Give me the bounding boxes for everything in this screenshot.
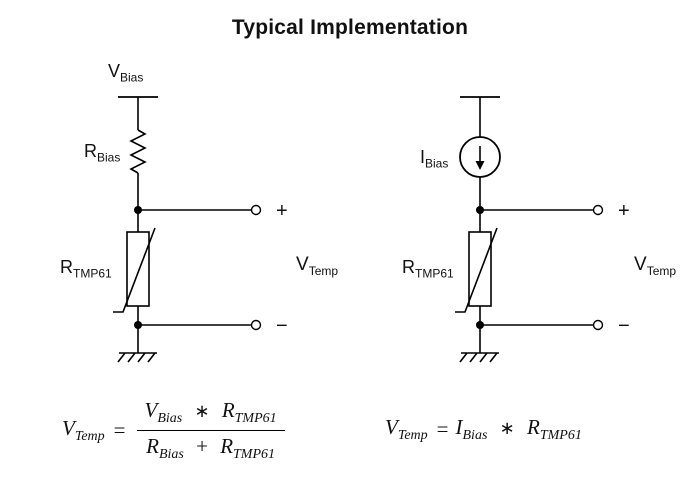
- den-plus-operator: +: [196, 434, 208, 459]
- right-thermistor-slash: [455, 227, 498, 313]
- vbias-label: VBias: [108, 62, 143, 84]
- left-minus-terminal: [250, 319, 262, 331]
- left-vtemp-sub: Temp: [308, 263, 339, 278]
- right-formula-rhs: IBias ∗ RTMP61: [456, 415, 582, 444]
- left-minus-sign: −: [276, 315, 288, 337]
- right-formula: VTemp = IBias ∗ RTMP61: [385, 415, 582, 444]
- right-rtmp61-sub: TMP61: [415, 266, 454, 281]
- rhs-ibias-sub: Bias: [462, 428, 488, 444]
- num-star-operator: ∗: [194, 401, 210, 421]
- rbias-label: RBias: [84, 142, 120, 164]
- left-vtemp-main: V: [296, 254, 309, 275]
- vbias-main: V: [108, 61, 121, 81]
- right-vtemp-main: V: [634, 254, 647, 275]
- rbias-sub: Bias: [97, 150, 121, 165]
- left-formula-lhs-main: V: [62, 416, 75, 441]
- rhs-star-operator: ∗: [499, 418, 515, 438]
- right-formula-equals: =: [436, 417, 449, 442]
- left-plus-terminal: [250, 204, 262, 216]
- left-circuit-graphics: [113, 96, 262, 363]
- left-plus-sign: +: [276, 200, 288, 222]
- num-rtmp-main: R: [221, 398, 235, 422]
- vbias-sub: Bias: [120, 70, 144, 85]
- right-plus-terminal: [592, 204, 604, 216]
- ibias-sub: Bias: [425, 156, 449, 171]
- rbias-resistor-symbol: [129, 129, 147, 174]
- ibias-main: I: [420, 147, 426, 167]
- den-rtmp-sub: TMP61: [233, 447, 276, 463]
- right-vtemp-label: VTemp: [634, 255, 676, 277]
- left-thermistor-slash: [113, 227, 156, 313]
- left-formula: VTemp = VBias ∗ RTMP61 RBias + RTMP61: [62, 398, 285, 463]
- num-vbias-sub: Bias: [157, 411, 183, 427]
- right-top-node-dot: [476, 206, 484, 214]
- right-minus-sign: −: [618, 315, 630, 337]
- left-vtemp-label: VTemp: [296, 255, 338, 277]
- left-formula-equals: =: [113, 418, 126, 443]
- rhs-rtmp-sub: TMP61: [539, 428, 582, 444]
- right-circuit-graphics: [455, 96, 604, 363]
- right-rtmp61-main: R: [402, 257, 415, 277]
- right-bottom-node-dot: [476, 321, 484, 329]
- left-rtmp61-label: RTMP61: [60, 258, 112, 280]
- right-vtemp-sub: Temp: [646, 263, 677, 278]
- right-rtmp61-label: RTMP61: [402, 258, 454, 280]
- left-top-node-dot: [134, 206, 142, 214]
- left-ground-symbol: [117, 352, 157, 363]
- rbias-main: R: [84, 141, 97, 161]
- left-formula-lhs: VTemp: [62, 416, 105, 445]
- num-rtmp-sub: TMP61: [234, 411, 277, 427]
- current-source-arrow-head: [475, 161, 485, 170]
- den-rtmp-main: R: [220, 434, 234, 459]
- rhs-ibias-main: I: [455, 415, 463, 439]
- left-rtmp61-sub: TMP61: [73, 266, 112, 281]
- right-plus-sign: +: [618, 200, 630, 222]
- diagram-title: Typical Implementation: [231, 16, 469, 39]
- left-rtmp61-main: R: [60, 257, 73, 277]
- left-formula-numerator: VBias ∗ RTMP61: [136, 398, 285, 432]
- rhs-rtmp-main: R: [526, 415, 540, 439]
- right-formula-lhs-main: V: [385, 415, 398, 439]
- den-rbias-main: R: [146, 434, 159, 459]
- right-formula-lhs: VTemp: [385, 415, 428, 444]
- den-rbias-sub: Bias: [158, 447, 184, 463]
- right-ground-symbol: [459, 352, 499, 363]
- right-formula-lhs-sub: Temp: [397, 428, 428, 444]
- right-minus-terminal: [592, 319, 604, 331]
- left-formula-lhs-sub: Temp: [74, 429, 105, 445]
- num-vbias-main: V: [144, 398, 158, 422]
- left-bottom-node-dot: [134, 321, 142, 329]
- ibias-label: IBias: [420, 148, 448, 170]
- left-formula-fraction: VBias ∗ RTMP61 RBias + RTMP61: [136, 398, 285, 463]
- left-formula-denominator: RBias + RTMP61: [146, 431, 275, 463]
